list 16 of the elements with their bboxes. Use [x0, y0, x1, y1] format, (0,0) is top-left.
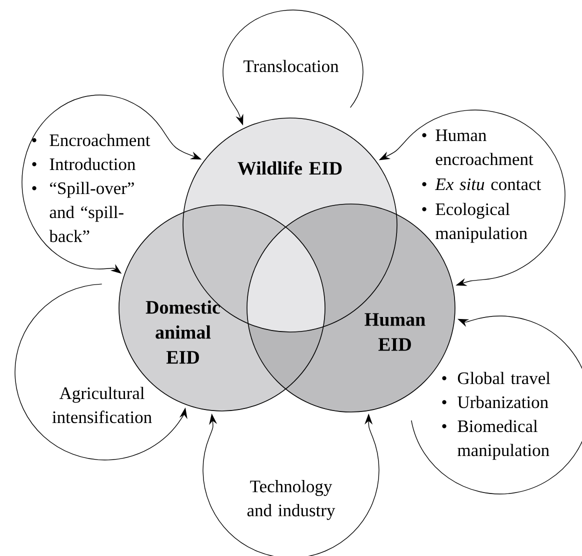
list-item: Encroachment [50, 134, 150, 146]
list-item: Introduction [50, 158, 136, 170]
driver-label: Technology and industry [247, 480, 336, 520]
bullet: • [32, 162, 36, 166]
bullet: • [32, 138, 36, 142]
bullet: • [422, 182, 426, 186]
bullet: • [442, 400, 446, 404]
bullet: • [32, 186, 36, 190]
bullet: • [442, 376, 446, 380]
curved-arrow [411, 316, 582, 494]
curved-arrow [14, 284, 188, 460]
driver-label: Translocation [244, 60, 339, 72]
list-item: Ex situ contact [435, 178, 542, 190]
bullet: • [422, 133, 426, 138]
list-item: Biomedical manipulation [458, 420, 550, 460]
bullet: • [422, 207, 426, 212]
